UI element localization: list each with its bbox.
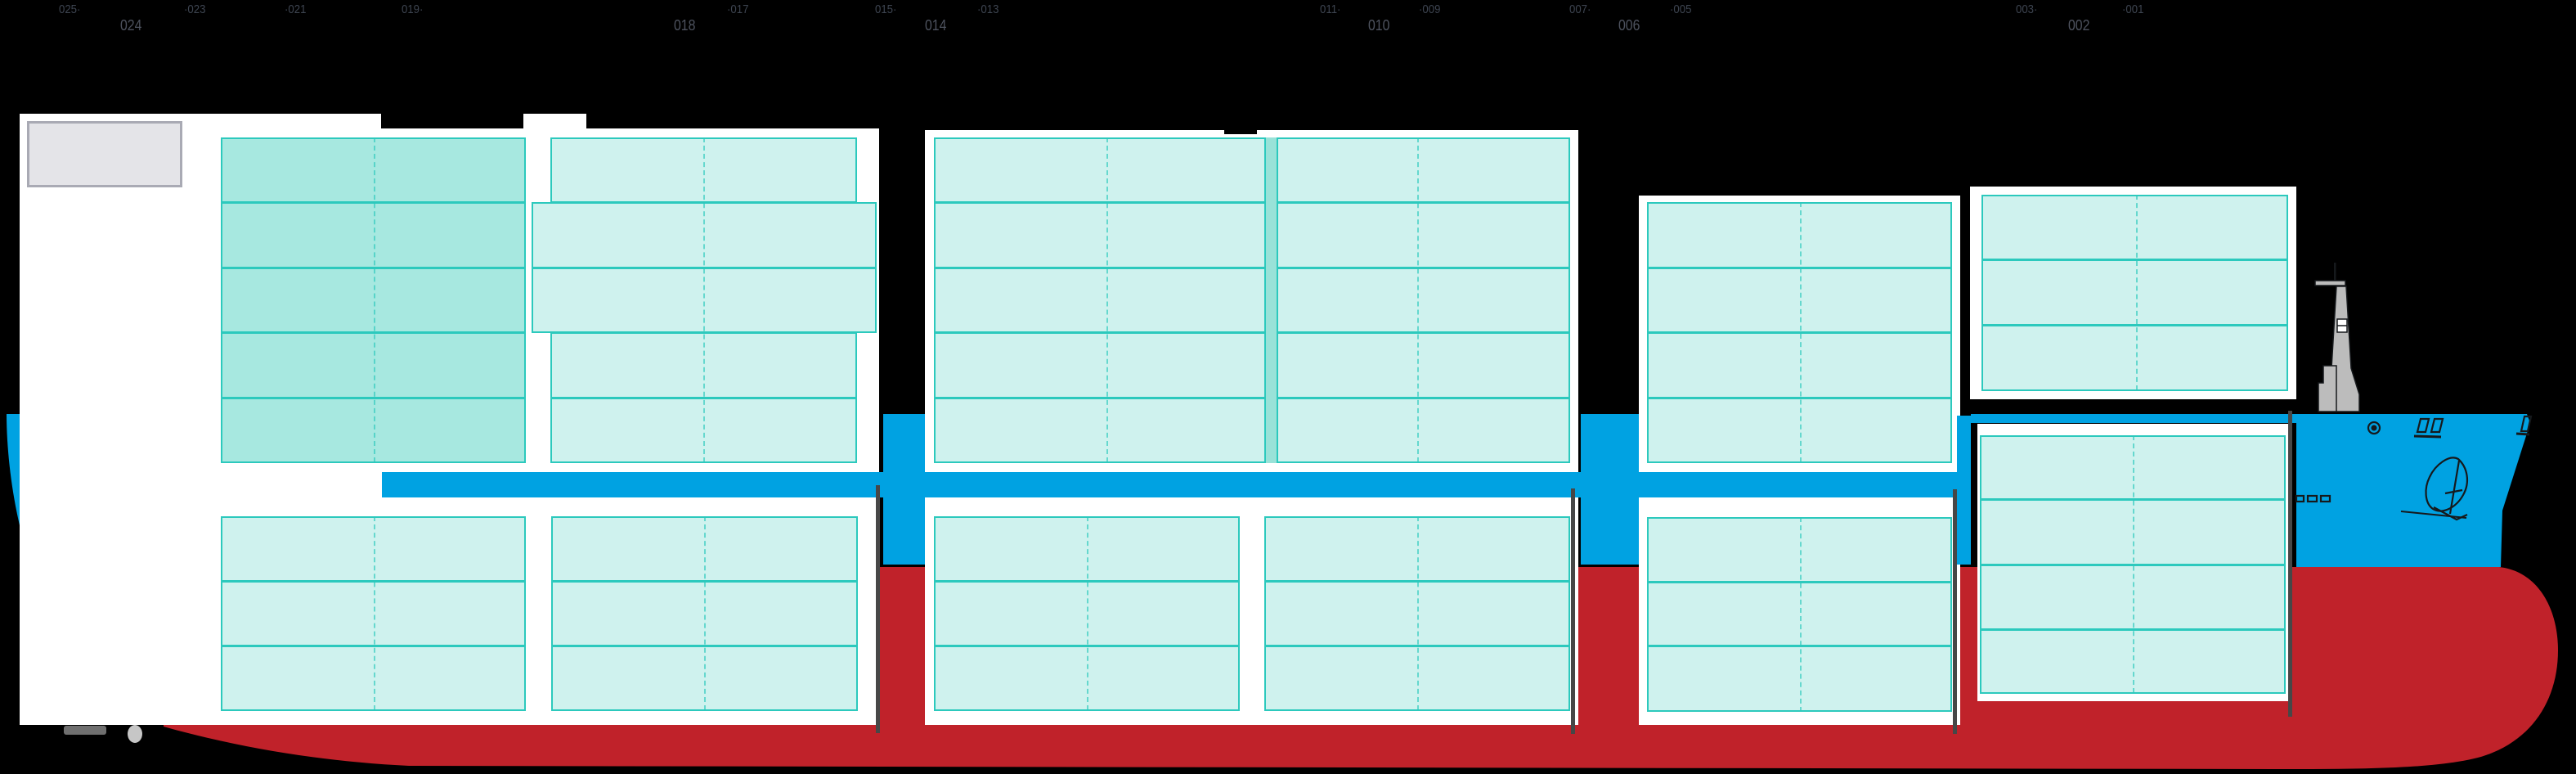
bay-number-label: ·021 [285,2,307,16]
bow-chock [2520,415,2533,433]
antenna-icon [2334,263,2336,282]
lashing-bridge-line [876,485,880,733]
bay-number-label: 003· [2016,2,2038,16]
bay-024-deck-row[interactable] [221,268,526,333]
bay-number-label: 006 [1618,17,1640,34]
bay-number-label: 025· [59,2,81,16]
bay-018-deck-center-divider [703,137,705,462]
porthole-center [2371,425,2377,431]
propeller-icon [128,725,142,743]
bay-014-deck-row[interactable] [934,137,1570,203]
anchor-icon [2400,457,2469,521]
bay-010-hold-center-divider [1800,517,1802,712]
bay-number-label: 015· [875,2,897,16]
bay-006-hold-center-divider [2133,435,2134,693]
waterline-band [382,472,1957,497]
bay-024-deck-row[interactable] [221,332,526,398]
hull-segment-gap-3 [1957,416,1971,565]
bay-number-label: ·009 [1419,2,1441,16]
lashing-bridge-line [1953,489,1957,734]
stern-fittings [64,725,142,743]
accommodation-window-band [27,121,182,187]
bay-024-deck-center-divider [374,137,375,462]
bow-hull [2296,414,2530,567]
bay-014-deck-row[interactable] [934,398,1570,463]
skeg-block [64,726,106,735]
bay-010-hold-row[interactable] [1647,582,1952,646]
bay-006-deck-row[interactable] [1981,195,2288,260]
windlass-hatch-2 [2430,417,2444,434]
bay-024-hold-row[interactable] [221,646,526,711]
bay-014-deck-center-divider [1417,137,1419,462]
hatch-gap-notch [1224,130,1257,134]
bay-010-hold-row[interactable] [1647,517,1952,583]
bay-number-label: 024 [120,17,142,34]
bow-deck-fittings [2295,415,2533,521]
forecastle-strip [1971,414,2296,423]
lashing-bridge-line [2288,411,2292,717]
windlass-hatch-1 [2416,417,2430,434]
bay-018-hold-center-divider [704,516,706,710]
bay-number-label: 007· [1569,2,1591,16]
bay-number-label: 002 [2068,17,2090,34]
freeing-port-2 [2306,494,2318,503]
bay-number-label: 019· [402,2,424,16]
mast-side-block [2318,365,2337,412]
bay-number-label: ·001 [2122,2,2144,16]
bay-014-deck-center-divider [1106,137,1108,462]
bow-mast [2314,263,2360,412]
stern-contour [7,414,20,525]
bay-006-deck-row[interactable] [1981,325,2288,391]
lashing-bridge-line [1571,488,1575,734]
bay-number-label: ·023 [184,2,206,16]
bay-number-label: ·013 [977,2,999,16]
bay-014-deck-highlight-column[interactable] [1264,137,1278,463]
freeing-port-1 [2295,494,2305,503]
bay-013-hold-center-divider [1417,516,1419,710]
bay-010-deck-row[interactable] [1647,332,1952,398]
bay-024-deck-row[interactable] [221,137,526,203]
hull-segment-gap-2 [1581,414,1639,565]
freeing-port-3 [2319,494,2331,503]
bay-number-label: 011· [1320,2,1341,16]
mast-crossbar [2314,280,2346,286]
bay-015-hold-center-divider [1087,516,1088,710]
bay-010-deck-center-divider [1800,202,1802,462]
bay-number-label: ·017 [727,2,749,16]
bay-024-hold-row[interactable] [221,516,526,582]
bay-006-deck-row[interactable] [1981,259,2288,326]
bay-number-label: 018 [674,17,696,34]
bay-number-label: 010 [1368,17,1390,34]
bay-024-hold-center-divider [374,516,375,710]
bay-number-label: 014 [925,17,947,34]
bay-010-deck-row[interactable] [1647,398,1952,463]
bay-024-deck-row[interactable] [221,398,526,463]
bay-010-hold-row[interactable] [1647,646,1952,712]
windlass-baseline [2413,434,2442,439]
hull-segment-gap-1 [883,414,925,565]
porthole-icon [2367,421,2381,435]
bay-006-deck-center-divider [2136,195,2138,390]
bay-number-label: ·005 [1670,2,1692,16]
